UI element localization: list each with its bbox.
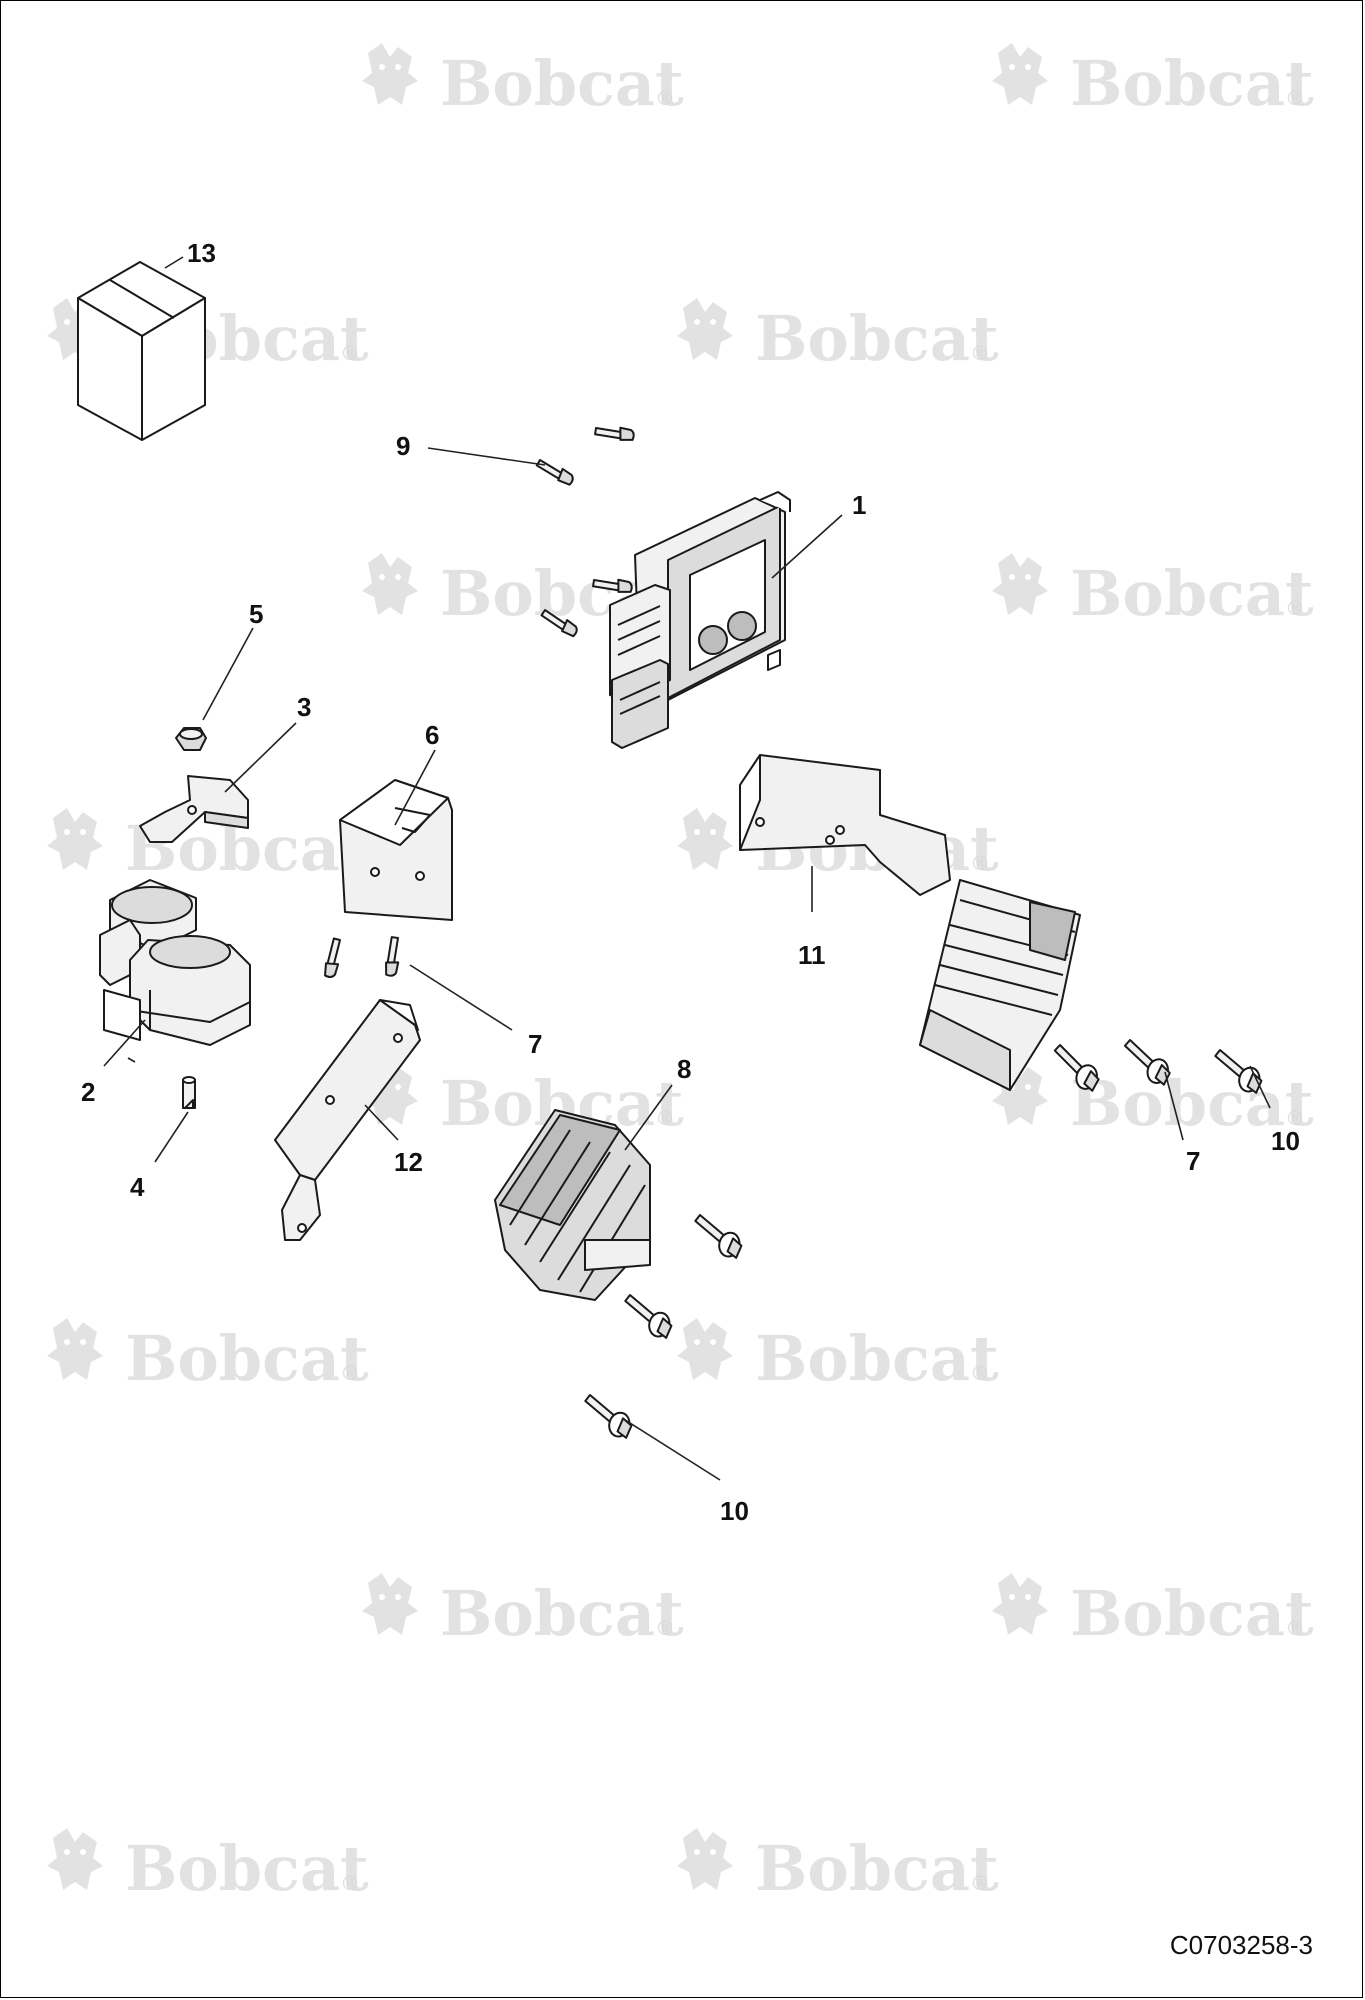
- bobcat-watermark-mark: ®: [1285, 1616, 1305, 1640]
- bobcat-watermark-mark: ®: [340, 1871, 360, 1895]
- callout-labels: 13 9 1 5 3 6 7 2 4 12 8 11 7 10 10: [81, 238, 1300, 1526]
- bobcat-watermark-mark: ®: [1285, 86, 1305, 110]
- bobcat-watermark-text: Bobcat: [125, 1832, 369, 1905]
- part-6-bracket-plate: [339, 779, 453, 921]
- callout-1: 1: [852, 490, 866, 520]
- callout-6: 6: [425, 720, 439, 750]
- bobcat-watermark: Bobcat®: [362, 1573, 684, 1650]
- callout-9: 9: [396, 431, 410, 461]
- callout-5: 5: [249, 599, 263, 629]
- bobcat-watermark: Bobcat®: [992, 43, 1314, 120]
- callout-2: 2: [81, 1077, 95, 1107]
- bobcat-head-logo-icon: [992, 43, 1048, 105]
- bobcat-head-logo-icon: [362, 43, 418, 105]
- bobcat-watermark-text: Bobcat: [755, 1832, 999, 1905]
- bobcat-head-logo-icon: [677, 808, 733, 870]
- part-11-bracket: [739, 754, 951, 896]
- bobcat-watermark: Bobcat®: [992, 1063, 1314, 1140]
- bobcat-watermark-mark: ®: [655, 1106, 675, 1130]
- callout-11: 11: [798, 940, 826, 970]
- bobcat-head-logo-icon: [47, 1318, 103, 1380]
- part-3-bracket: [139, 775, 249, 843]
- bobcat-watermark: Bobcat®: [677, 298, 999, 375]
- part-12-angled-bracket: [274, 999, 421, 1241]
- bobcat-watermark-text: Bobcat: [1070, 1577, 1314, 1650]
- bobcat-watermark: Bobcat®: [992, 553, 1314, 630]
- part-8-heatsink-right: [919, 879, 1081, 1091]
- bobcat-head-logo-icon: [992, 553, 1048, 615]
- part-4-long-bolt: [182, 1076, 196, 1109]
- callout-3: 3: [297, 692, 311, 722]
- bobcat-watermark-text: Bobcat: [755, 302, 999, 375]
- bobcat-head-logo-icon: [47, 808, 103, 870]
- bobcat-watermark: Bobcat®: [992, 1573, 1314, 1650]
- bobcat-watermark: Bobcat®: [47, 1318, 369, 1395]
- bobcat-watermark-mark: ®: [340, 341, 360, 365]
- bobcat-watermark-text: Bobcat: [125, 1322, 369, 1395]
- bobcat-watermark: Bobcat®: [362, 1063, 684, 1140]
- bobcat-watermark-text: Bobcat: [1070, 47, 1314, 120]
- part-5-nut: [175, 727, 207, 751]
- bobcat-watermark-mark: ®: [1285, 596, 1305, 620]
- bobcat-watermark: Bobcat®: [677, 1318, 999, 1395]
- bobcat-watermark-mark: ®: [655, 86, 675, 110]
- callout-10-lower: 10: [720, 1496, 749, 1526]
- bobcat-watermark-text: Bobcat: [1070, 1067, 1314, 1140]
- part-7-screws-left: [320, 935, 406, 979]
- bobcat-watermark-mark: ®: [970, 1361, 990, 1385]
- callout-8: 8: [677, 1054, 691, 1084]
- bobcat-head-logo-icon: [677, 1318, 733, 1380]
- drawing-code: C0703258-3: [1170, 1930, 1313, 1960]
- bobcat-watermark-text: Bobcat: [440, 1577, 684, 1650]
- bobcat-watermark-text: Bobcat: [1070, 557, 1314, 630]
- bobcat-watermark-mark: ®: [970, 341, 990, 365]
- callout-7-left: 7: [528, 1029, 542, 1059]
- callout-7-right: 7: [1186, 1146, 1200, 1176]
- bobcat-watermark: Bobcat®: [47, 1828, 369, 1905]
- bobcat-watermark-mark: ®: [655, 1616, 675, 1640]
- callout-4: 4: [130, 1172, 145, 1202]
- part-2-ignition-coil: [99, 879, 251, 1046]
- bobcat-head-logo-icon: [47, 1828, 103, 1890]
- bobcat-head-logo-icon: [992, 1573, 1048, 1635]
- bobcat-watermark-mark: ®: [340, 1361, 360, 1385]
- part-8-heatsink-lower: [494, 1109, 651, 1301]
- bobcat-head-logo-icon: [677, 1828, 733, 1890]
- bobcat-watermark-mark: ®: [1285, 1106, 1305, 1130]
- bobcat-head-logo-icon: [362, 553, 418, 615]
- bobcat-watermark-mark: ®: [970, 1871, 990, 1895]
- bobcat-watermark: Bobcat®: [677, 1828, 999, 1905]
- bobcat-watermark-text: Bobcat: [755, 1322, 999, 1395]
- bobcat-watermark: Bobcat®: [362, 43, 684, 120]
- callout-13: 13: [187, 238, 216, 268]
- callout-12: 12: [394, 1147, 423, 1177]
- bobcat-watermark-text: Bobcat: [440, 47, 684, 120]
- part-13-box: [77, 261, 206, 441]
- bobcat-head-logo-icon: [677, 298, 733, 360]
- callout-10-right: 10: [1271, 1126, 1300, 1156]
- leader-lines: [103, 256, 1271, 1481]
- bobcat-head-logo-icon: [362, 1573, 418, 1635]
- part-1-ecu-module: [609, 491, 791, 749]
- bobcat-watermark-mark: ®: [970, 851, 990, 875]
